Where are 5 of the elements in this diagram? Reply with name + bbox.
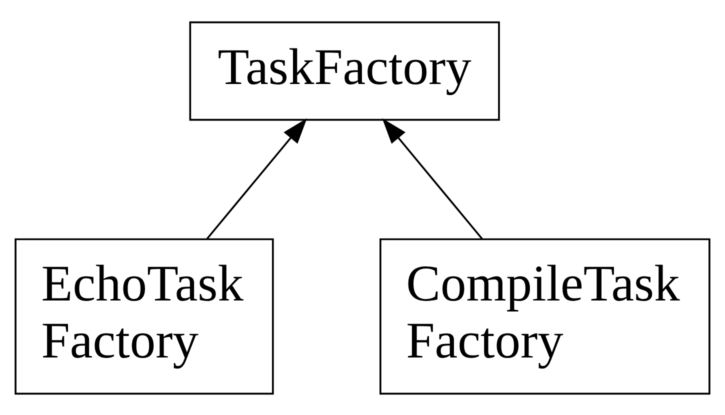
arrow (382, 118, 483, 239)
node-box: EchoTask Factory (14, 238, 274, 394)
node-box: CompileTask Factory (380, 238, 710, 394)
node-box: TaskFactory (189, 20, 500, 120)
arrow (206, 118, 308, 239)
